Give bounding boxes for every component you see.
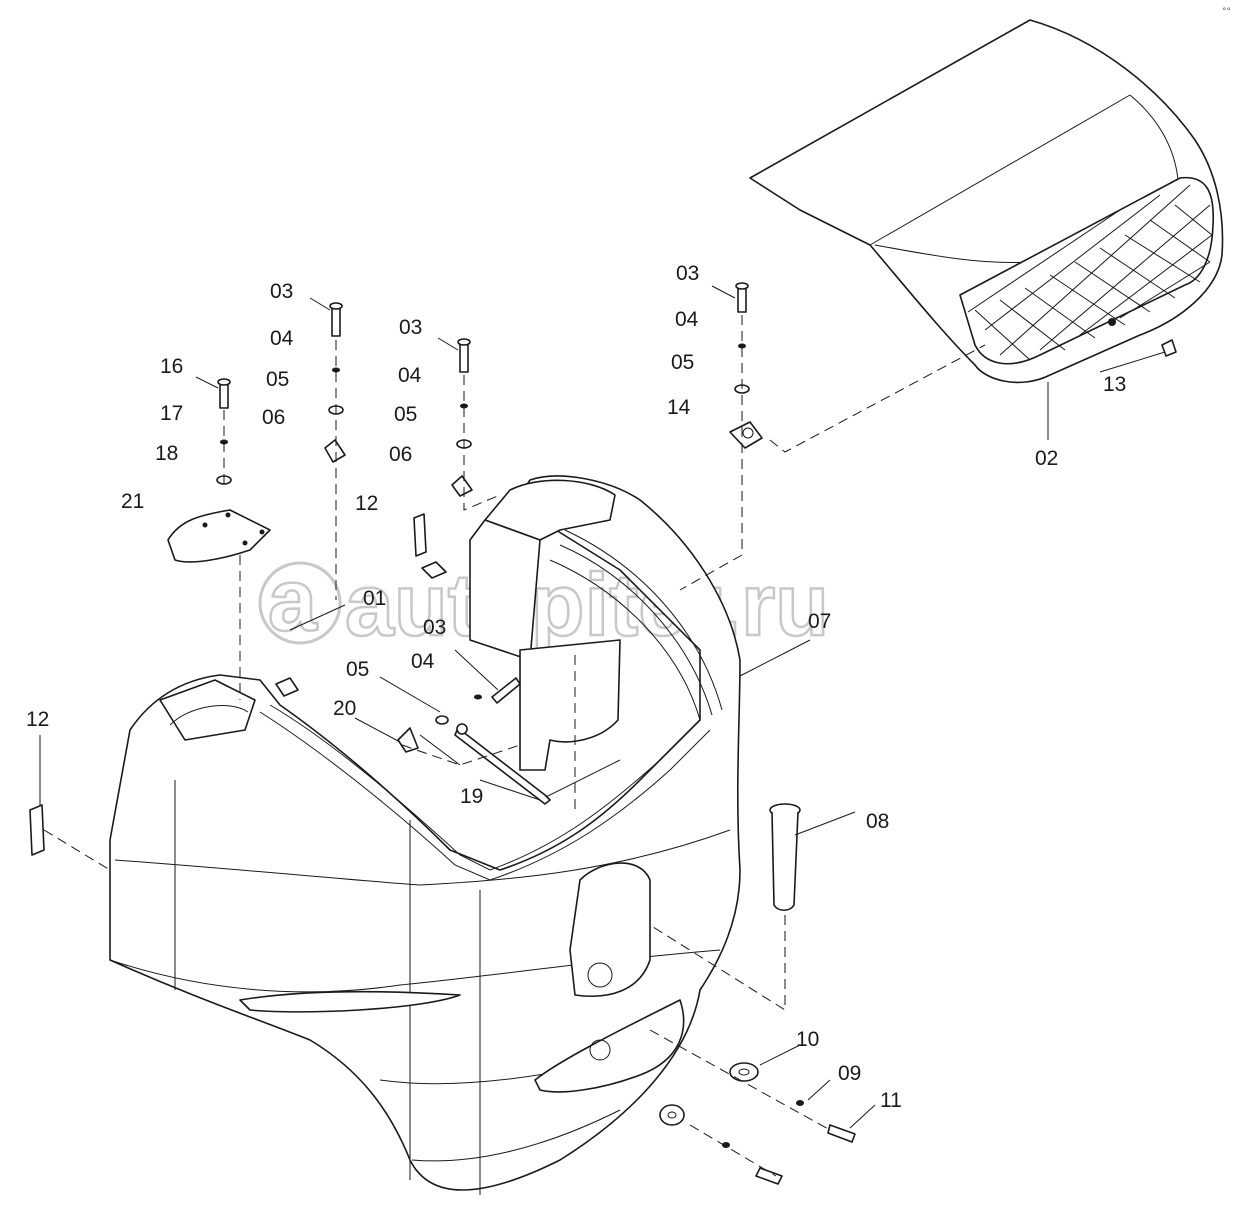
callout-05-a: 05 bbox=[266, 368, 289, 391]
part-12-upper bbox=[413, 513, 427, 557]
watermark-logo: a bbox=[268, 550, 318, 649]
callout-04-b: 04 bbox=[398, 364, 422, 387]
callout-02: 02 bbox=[1035, 447, 1058, 470]
callout-11: 11 bbox=[880, 1089, 902, 1112]
part-06-bracket-a bbox=[324, 439, 346, 463]
callout-03-c: 03 bbox=[423, 616, 446, 639]
part-01-bracket bbox=[275, 561, 447, 697]
part-12-left bbox=[29, 804, 45, 856]
part-06-bracket-b bbox=[451, 475, 473, 497]
callout-14: 14 bbox=[667, 396, 691, 419]
callout-20: 20 bbox=[333, 697, 356, 720]
part-20-clip bbox=[397, 727, 419, 753]
callout-09: 09 bbox=[838, 1062, 861, 1085]
callout-04-c: 04 bbox=[411, 650, 435, 673]
part-13-knob bbox=[1161, 339, 1177, 357]
callout-21: 21 bbox=[121, 490, 144, 513]
fastener-stack-lower bbox=[659, 1104, 783, 1185]
callout-05-b: 05 bbox=[394, 403, 417, 426]
part-19-rod bbox=[454, 723, 551, 805]
callout-08: 08 bbox=[866, 810, 889, 833]
part-08-pin bbox=[769, 803, 801, 912]
callout-03-d: 03 bbox=[676, 262, 699, 285]
callout-19: 19 bbox=[460, 785, 483, 808]
callout-05-d: 05 bbox=[671, 351, 694, 374]
callout-07: 07 bbox=[808, 610, 831, 633]
callout-04-a: 04 bbox=[270, 327, 294, 350]
watermark-text: autopiter.ru bbox=[345, 555, 829, 654]
callout-13: 13 bbox=[1103, 373, 1126, 396]
watermark: a autopiter.ru bbox=[258, 549, 830, 655]
callout-05-c: 05 bbox=[346, 658, 369, 681]
callout-01: 01 bbox=[363, 587, 386, 610]
callout-12-a: 12 bbox=[355, 492, 378, 515]
fastener-stack-e bbox=[435, 677, 521, 725]
part-21-plate bbox=[167, 509, 271, 563]
callout-03-a: 03 bbox=[270, 280, 293, 303]
callouts: 03 04 05 06 03 04 05 06 16 17 18 21 12 0… bbox=[26, 262, 1126, 1112]
part-07-bumper-body bbox=[109, 475, 741, 1195]
callout-04-d: 04 bbox=[675, 308, 699, 331]
corner-mark: °° bbox=[1222, 7, 1231, 17]
assembly-lines bbox=[43, 315, 986, 1177]
part-02-grille-panel bbox=[749, 19, 1224, 384]
callout-06-b: 06 bbox=[389, 443, 412, 466]
part-14-bracket bbox=[729, 421, 763, 449]
callout-17: 17 bbox=[160, 402, 183, 425]
callout-10: 10 bbox=[796, 1028, 819, 1051]
callout-16: 16 bbox=[160, 355, 183, 378]
fastener-stack-lower-right bbox=[729, 1062, 856, 1143]
callout-06-a: 06 bbox=[262, 406, 285, 429]
callout-12-b: 12 bbox=[26, 708, 49, 731]
callout-18: 18 bbox=[155, 442, 178, 465]
leader-lines bbox=[39, 285, 1166, 1129]
callout-03-b: 03 bbox=[399, 316, 422, 339]
